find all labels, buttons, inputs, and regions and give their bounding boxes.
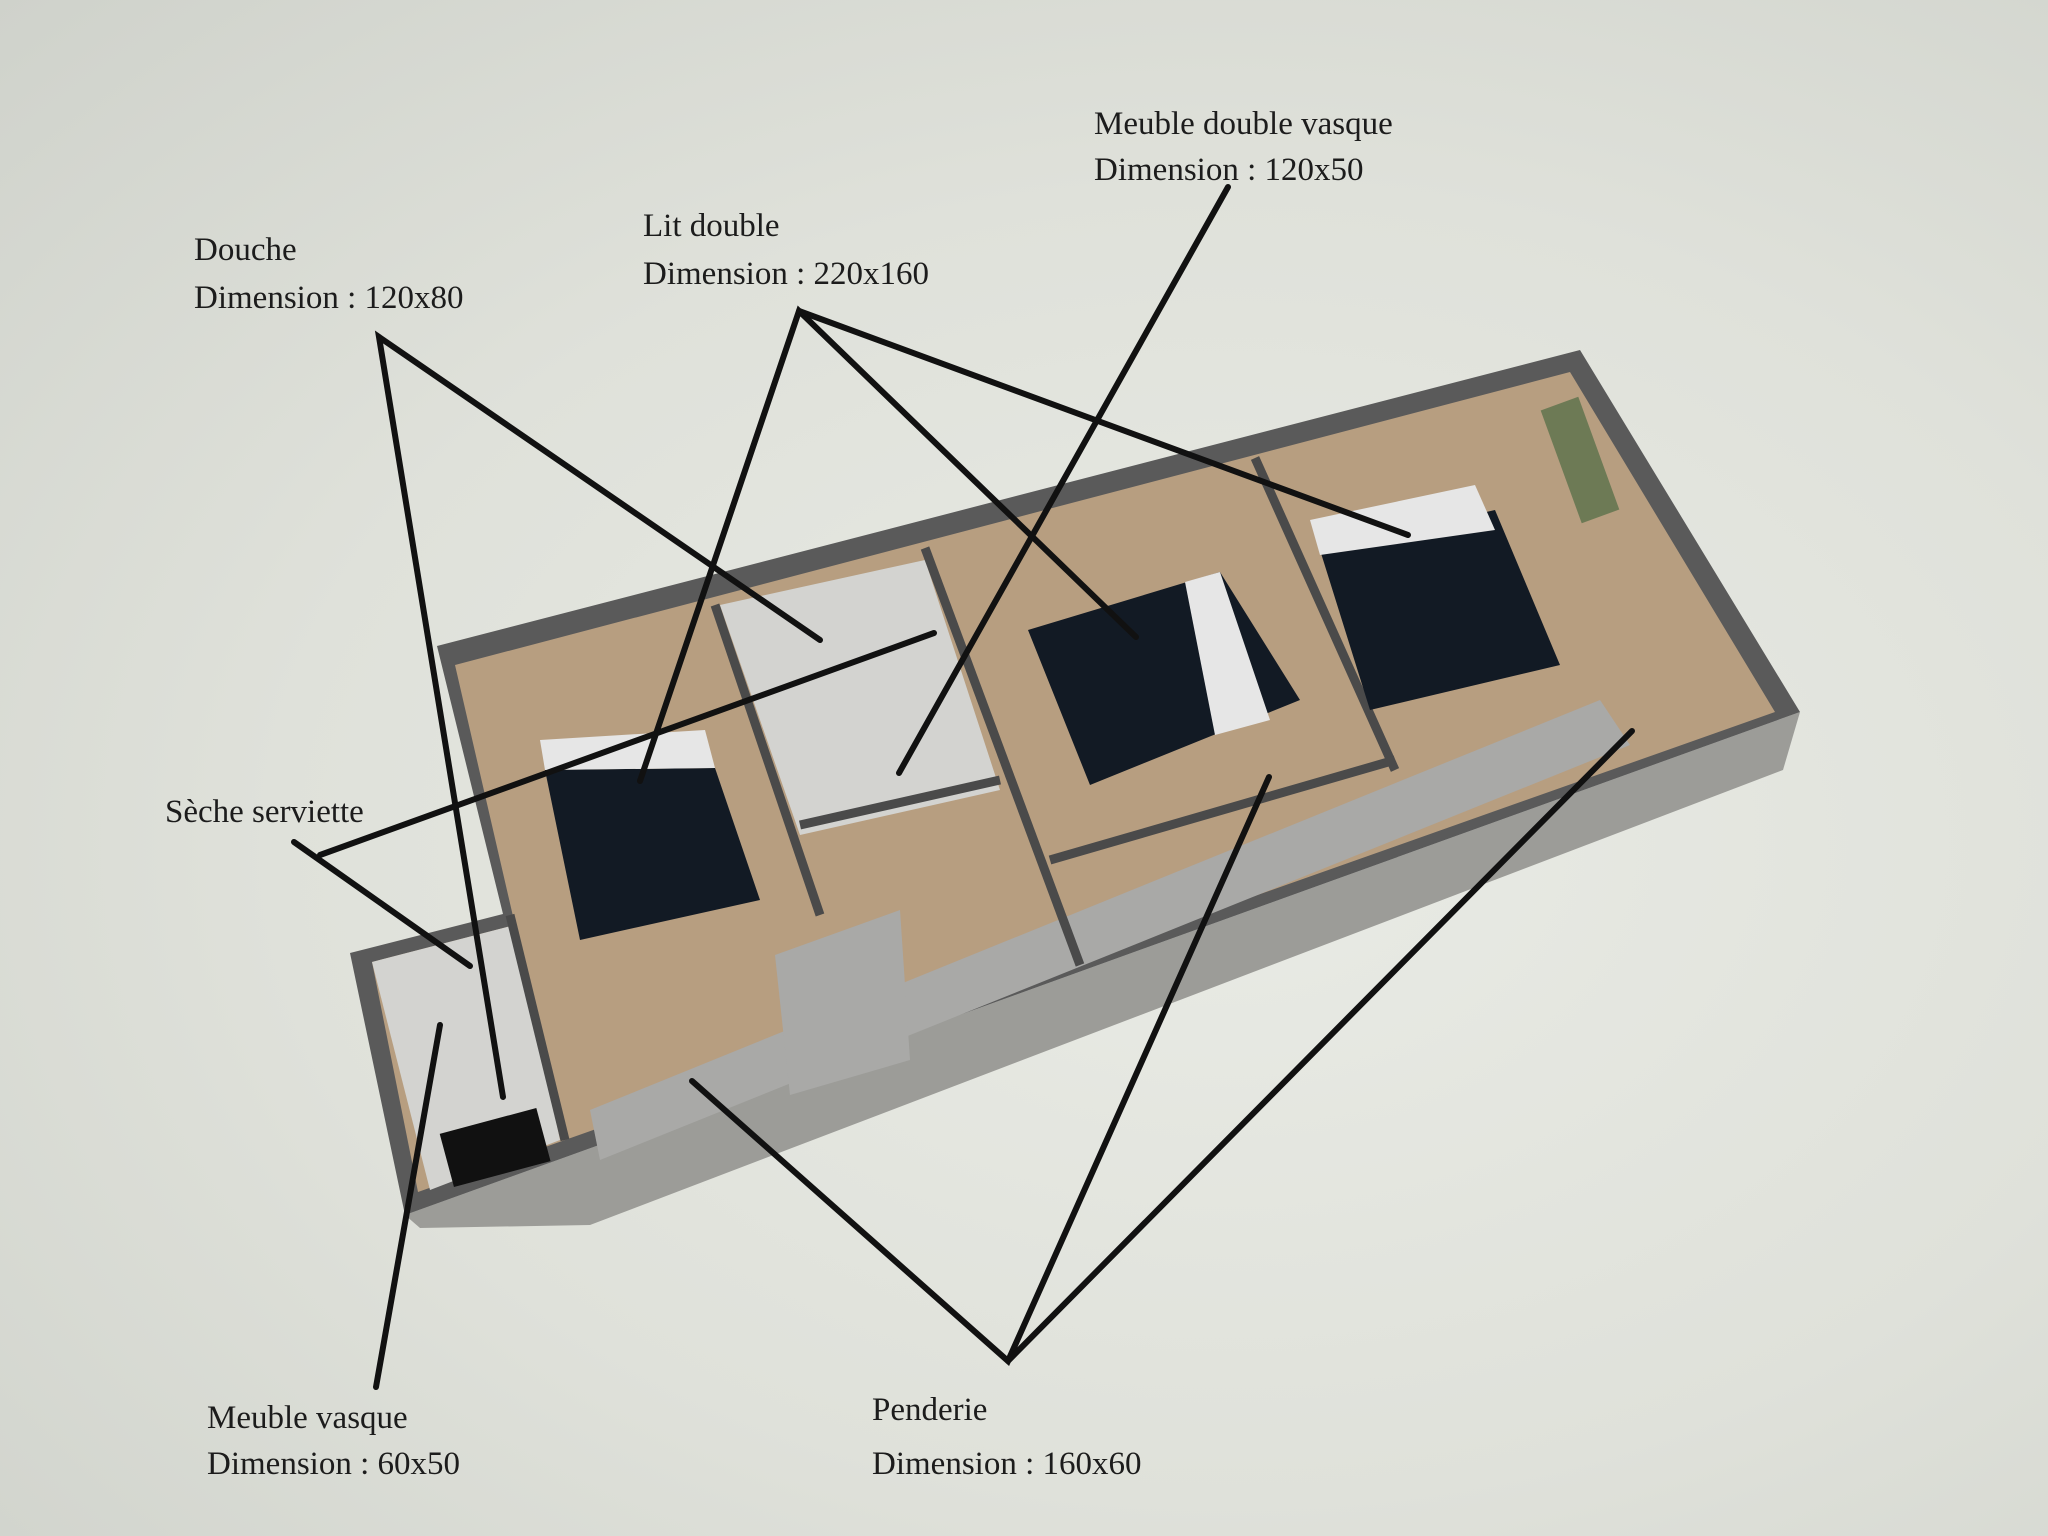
vasque-cabinet bbox=[439, 1107, 551, 1187]
callout-lit-double: Lit double Dimension : 220x160 bbox=[643, 208, 929, 292]
douche-title: Douche bbox=[194, 232, 297, 268]
building-shadow bbox=[405, 712, 1800, 1228]
callout-seche-serviette: Sèche serviette bbox=[165, 794, 364, 830]
bed-3-pillow bbox=[1310, 485, 1495, 555]
meuble-vasque-leader bbox=[373, 1022, 443, 1390]
bed-3 bbox=[1320, 510, 1560, 710]
window bbox=[1540, 396, 1620, 524]
penderie-title: Penderie bbox=[872, 1392, 987, 1428]
callout-meuble-vasque: Meuble vasque Dimension : 60x50 bbox=[207, 1400, 460, 1482]
penderie-leader-2 bbox=[1005, 728, 1635, 1364]
douche-leader bbox=[374, 330, 823, 1100]
bathroom bbox=[720, 560, 1000, 835]
meuble-double-vasque-leader bbox=[896, 184, 1231, 776]
callout-meuble-double-vasque: Meuble double vasque Dimension : 120x50 bbox=[1094, 106, 1393, 188]
lit-double-leader-2 bbox=[796, 308, 1411, 538]
callout-penderie: Penderie Dimension : 160x60 bbox=[872, 1392, 1142, 1482]
wc-room bbox=[775, 910, 910, 1095]
seche-serviette-title: Sèche serviette bbox=[165, 794, 364, 830]
bed-1 bbox=[545, 768, 760, 940]
meuble-double-vasque-title: Meuble double vasque bbox=[1094, 106, 1393, 142]
meuble-vasque-title: Meuble vasque bbox=[207, 1400, 408, 1436]
meuble-vasque-dimension: Dimension : 60x50 bbox=[207, 1446, 460, 1482]
seche-serviette-leader-1 bbox=[317, 630, 937, 858]
lit-double-title: Lit double bbox=[643, 208, 780, 244]
leader-lines bbox=[291, 184, 1635, 1390]
callout-douche: Douche Dimension : 120x80 bbox=[194, 232, 464, 316]
bed-2-pillow bbox=[1185, 572, 1270, 735]
penderie-dimension: Dimension : 160x60 bbox=[872, 1446, 1142, 1482]
douche-dimension: Dimension : 120x80 bbox=[194, 280, 464, 316]
seche-serviette-leader-2 bbox=[291, 839, 473, 969]
meuble-double-vasque-dimension: Dimension : 120x50 bbox=[1094, 152, 1364, 188]
internal-walls bbox=[505, 456, 1400, 1142]
lit-double-dimension: Dimension : 220x160 bbox=[643, 256, 929, 292]
floor-plan-3d bbox=[350, 350, 1800, 1228]
